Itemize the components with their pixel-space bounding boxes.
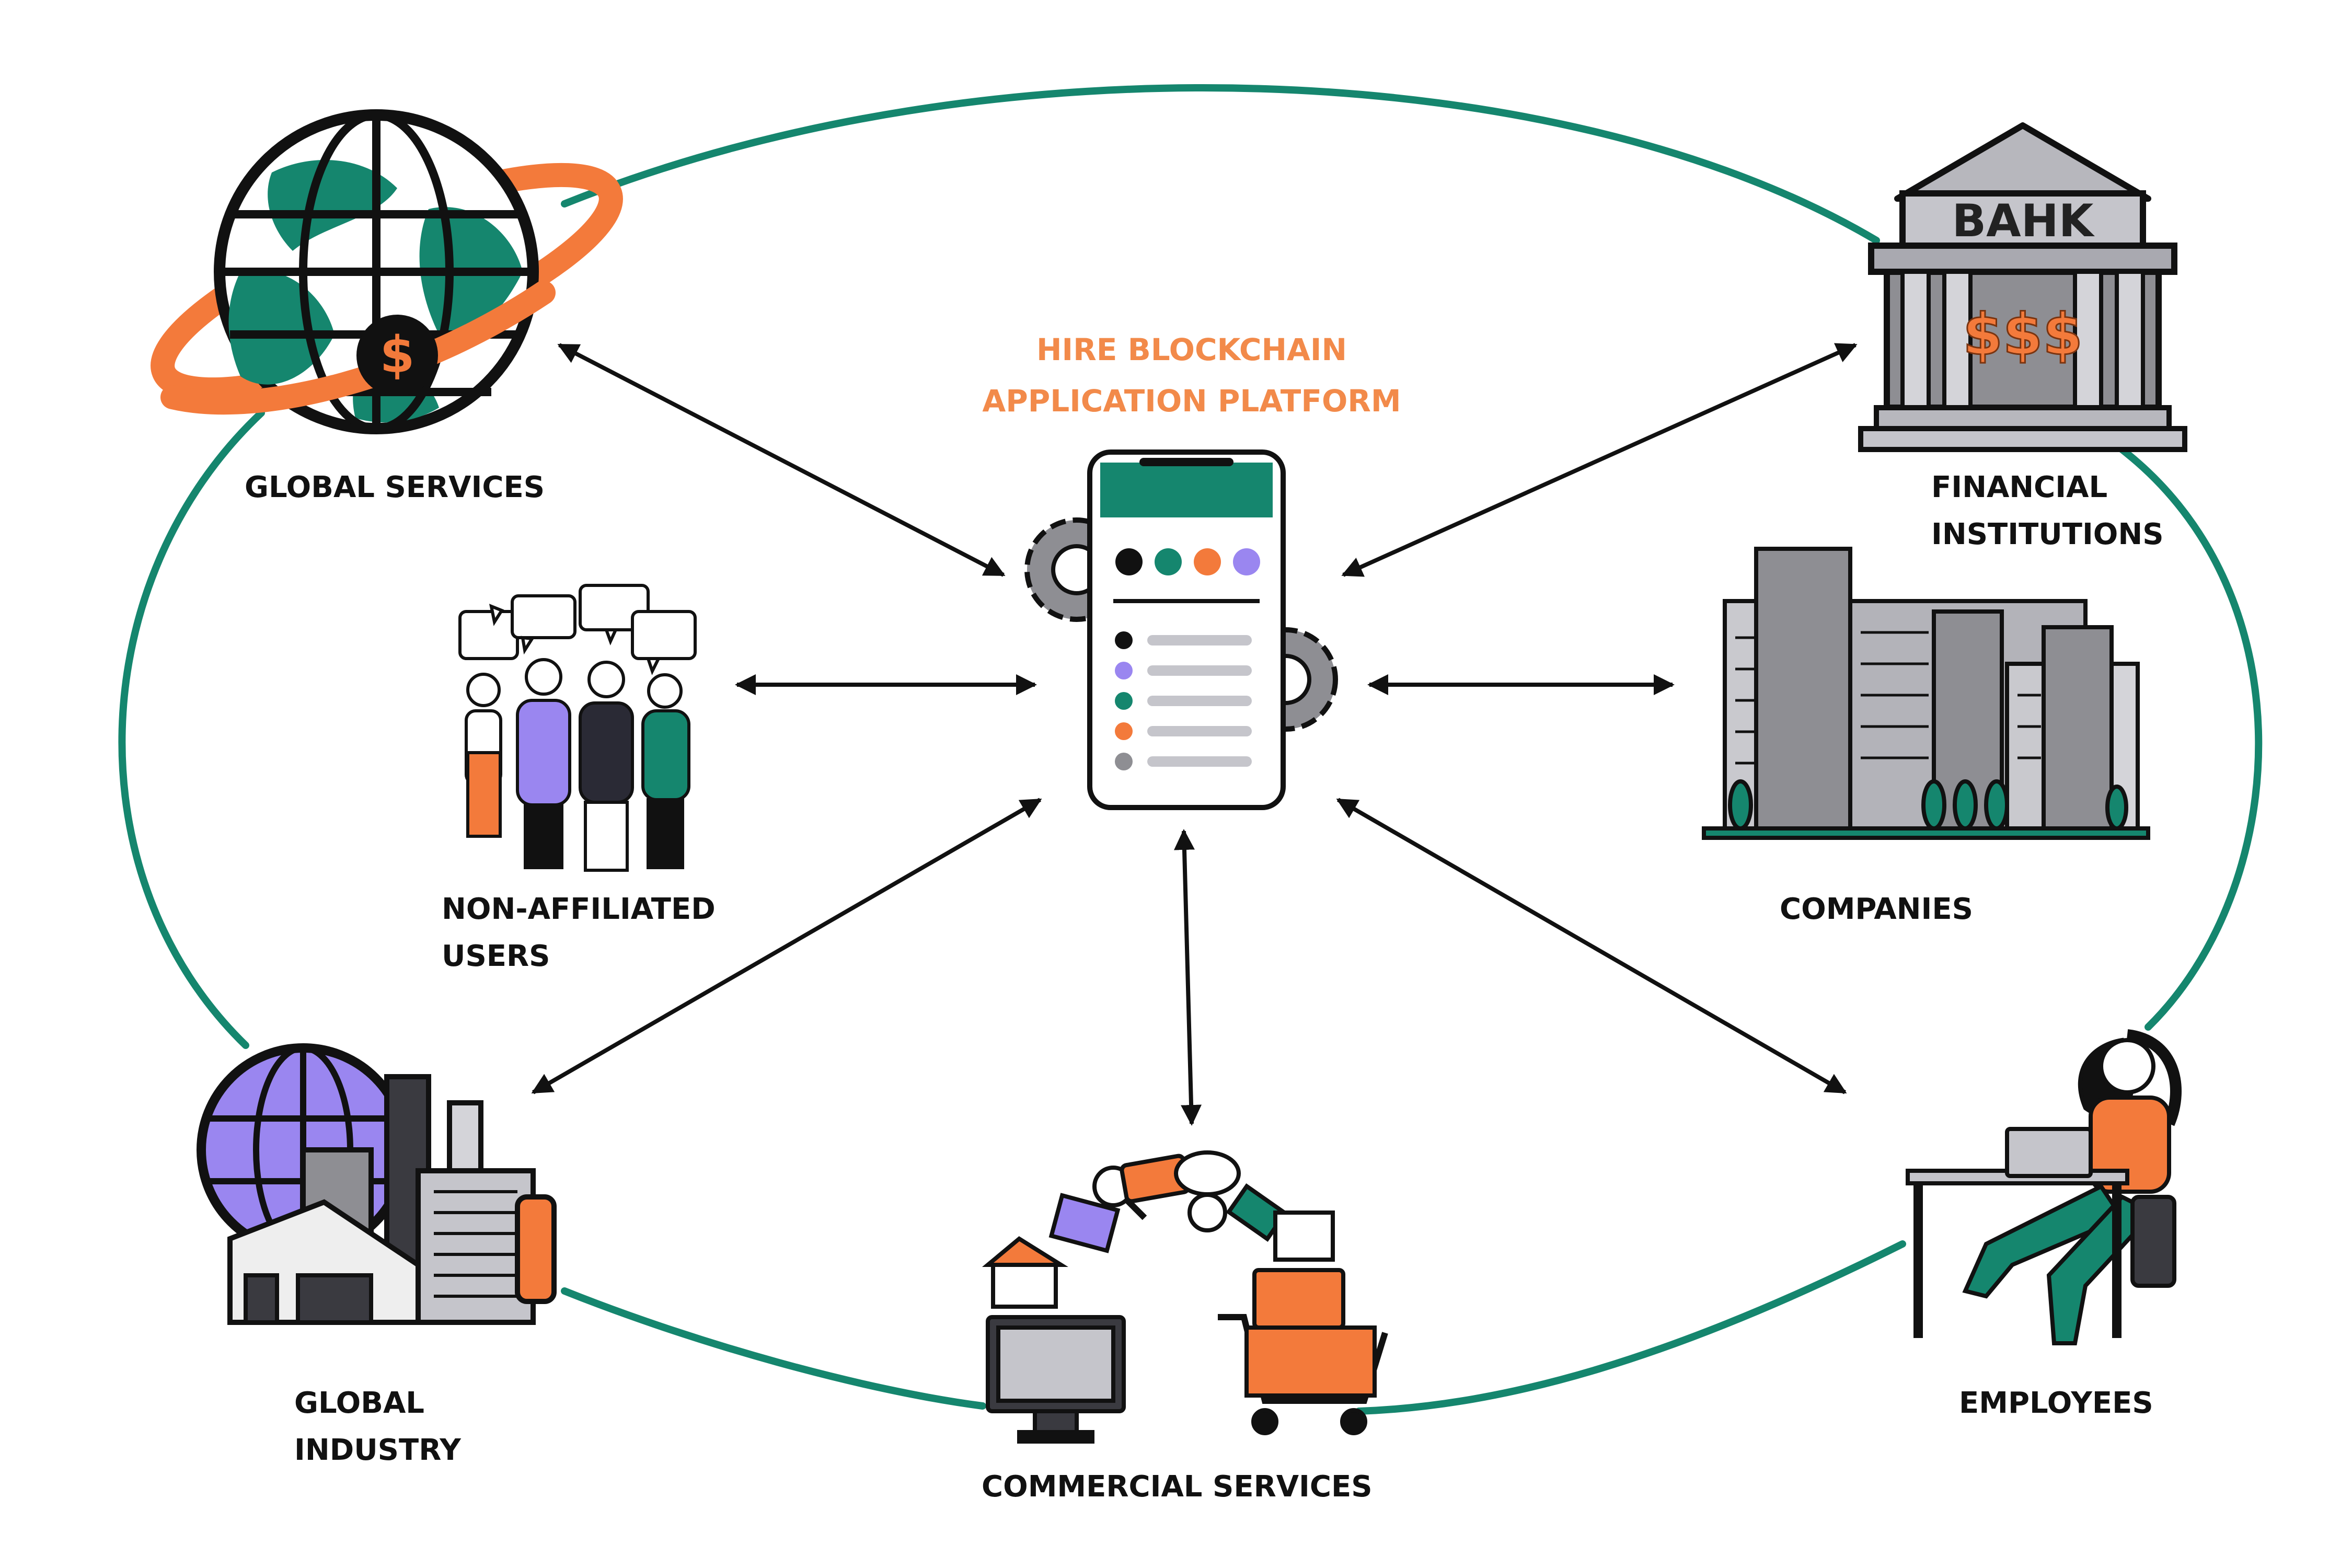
label-industry-line2: INDUSTRY [294,1433,461,1467]
label-commercial-services: COMMERCIAL SERVICES [982,1463,1373,1511]
bank-building-icon: BAHK $$$ [1858,122,2187,452]
arrow-industry [531,798,1042,1094]
platform-title-line2: APPLICATION PLATFORM [982,383,1401,419]
ring-arc-right [2118,446,2263,1031]
connection-arrows [531,343,1858,1126]
label-financial-line2: INSTITUTIONS [1931,517,2164,551]
smartphone-app-icon [1024,449,1338,810]
arrow-employees [1336,798,1847,1094]
platform-title: HIRE BLOCKCHAIN APPLICATION PLATFORM [930,324,1453,426]
office-buildings-icon [1702,547,2150,840]
globe-dollar-icon: $ [151,109,623,434]
app-dot-purple [1233,548,1260,575]
ring-arc-left [118,409,265,1049]
label-non-affiliated-users: NON-AFFILIATED USERS [442,886,716,980]
people-group-icon [458,584,697,872]
label-users-line1: NON-AFFILIATED [442,892,716,926]
label-financial-institutions: FINANCIAL INSTITUTIONS [1931,464,2164,558]
label-employees: EMPLOYEES [1959,1380,2153,1427]
label-companies-line1: COMPANIES [1780,892,1973,926]
label-financial-line1: FINANCIAL [1931,470,2108,504]
label-global-services-line1: GLOBAL SERVICES [245,470,545,504]
label-users-line2: USERS [442,939,550,973]
arrow-global-services [557,343,1006,577]
app-dot-orange [1194,548,1221,575]
ecommerce-icon [982,1150,1388,1444]
ring-arc-bottom-right [1355,1240,1906,1415]
platform-title-line1: HIRE BLOCKCHAIN [1036,332,1347,367]
bank-money: $$$ [1963,301,2083,368]
building-windows [1735,631,2041,765]
factory-globe-icon [197,1043,557,1325]
label-industry-line1: GLOBAL [294,1386,424,1420]
ring-arc-top [561,84,1880,244]
label-employees-line1: EMPLOYEES [1959,1386,2153,1420]
label-commercial-line1: COMMERCIAL SERVICES [982,1470,1373,1504]
app-dot-teal [1155,548,1182,575]
app-list [1115,631,1252,770]
arrow-commercial [1173,829,1202,1126]
label-global-industry: GLOBAL INDUSTRY [294,1380,461,1474]
bank-sign: BAHK [1952,195,2095,247]
floating-shop-items [982,1150,1335,1309]
label-companies: COMPANIES [1780,886,1973,933]
svg-text:$: $ [380,326,415,384]
label-global-services: GLOBAL SERVICES [245,464,545,511]
person-laptop-icon [1906,1029,2182,1345]
arrow-financial [1341,343,1858,577]
ecosystem-ring [118,84,2263,1415]
app-dot-black [1115,548,1143,575]
speech-bubbles [458,584,697,675]
ring-arc-bottom [561,1287,986,1410]
